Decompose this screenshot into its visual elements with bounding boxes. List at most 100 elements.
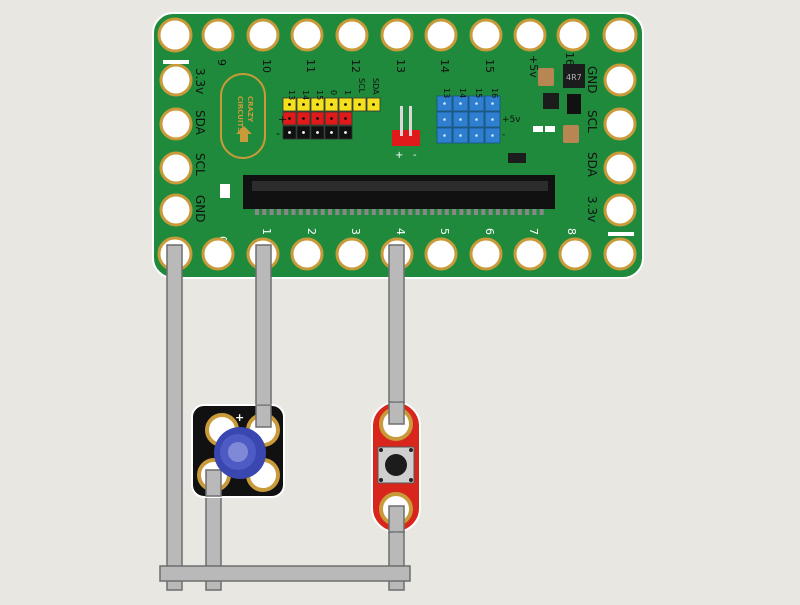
header-pin	[316, 103, 319, 106]
header-label-0: 0	[329, 90, 338, 95]
pad-left-scl	[159, 151, 193, 185]
led-lens-highlight	[228, 442, 248, 462]
pin-label-7: 7	[527, 228, 540, 235]
blue-header-pin	[491, 118, 494, 121]
header-minus-label: -	[276, 127, 280, 140]
edge-tooth	[320, 209, 325, 215]
left-label-scl: SCL	[193, 153, 207, 176]
jst-minus-label: -	[413, 150, 417, 161]
edge-tooth	[503, 209, 508, 215]
edge-tooth	[349, 209, 354, 215]
top-pin-row	[157, 17, 590, 53]
header-row-signal	[282, 97, 381, 112]
strip-gnd-vertical	[166, 244, 183, 591]
header-pin	[344, 103, 347, 106]
edge-tooth	[393, 209, 398, 215]
battery-connector: + -	[392, 106, 420, 161]
left-side-pins: 3.3v SDA SCL GND	[159, 60, 207, 223]
header-pin	[358, 103, 361, 106]
blue-label-13: 13	[442, 88, 451, 98]
pad-bottom-3	[335, 237, 369, 271]
edge-tooth	[415, 209, 420, 215]
pin-label-9: 9	[215, 59, 228, 66]
left-label-gnd: GND	[193, 195, 207, 223]
edge-tooth	[255, 209, 259, 215]
pin-label-14: 14	[438, 59, 451, 73]
pad-bottom-6	[469, 237, 503, 271]
blue-header-pin	[459, 134, 462, 137]
edge-tooth	[284, 209, 289, 215]
capacitor-bottom	[563, 125, 579, 143]
edge-tooth	[306, 209, 311, 215]
blue-header-pin	[491, 134, 494, 137]
edge-tooth	[313, 209, 318, 215]
edge-tooth	[422, 209, 427, 215]
pin-label-8: 8	[565, 228, 578, 235]
right-side-pins: GND SCL SDA 3.3v	[585, 17, 638, 236]
header-pin	[288, 131, 291, 134]
edge-tooth	[335, 209, 340, 215]
edge-tooth	[401, 209, 405, 215]
pin-label-1: 1	[260, 228, 273, 235]
header-plus-label: +	[278, 113, 287, 126]
edge-tooth	[474, 209, 478, 215]
blue-header-pin	[475, 118, 478, 121]
header-label-sda: SDA	[371, 78, 380, 95]
button-cap[interactable]	[385, 454, 407, 476]
pin-label-5: 5	[438, 228, 451, 235]
edge-connector-slot-inner	[252, 181, 548, 191]
header-pin	[288, 103, 291, 106]
blue-label-15: 15	[474, 88, 483, 98]
edge-tooth	[328, 209, 332, 215]
resistor-a	[533, 126, 543, 132]
edge-tooth	[452, 209, 457, 215]
pin-label-16: 16	[563, 52, 576, 66]
pad-top-9	[201, 18, 235, 52]
pin-label-2: 2	[305, 228, 318, 235]
button-corner-dot	[379, 448, 383, 452]
right-divider	[608, 232, 634, 236]
strip-pin1-vertical	[255, 244, 272, 421]
top-pin-labels: 9 10 11 12 13 14 15 +5v 16	[215, 52, 576, 78]
header-label-13: 13	[287, 90, 296, 100]
blue-header-pin	[443, 118, 446, 121]
pad-right-scl	[603, 107, 637, 141]
edge-connector-body	[243, 175, 555, 209]
edge-tooth	[291, 209, 296, 215]
pin-label-5v: +5v	[527, 55, 540, 78]
capacitor-top	[538, 68, 554, 86]
pad-right-3v3	[603, 193, 637, 227]
blue-header-pin	[475, 134, 478, 137]
edge-connector-slot	[243, 175, 555, 215]
pad-bottom-7	[513, 237, 547, 271]
strip-led-minus-overlay	[205, 469, 222, 497]
blue-header-grid	[436, 95, 501, 144]
header-label-14: 14	[301, 90, 310, 100]
blue-header-block: 13 14 15 16 +5v -	[436, 88, 521, 144]
inductor	[563, 64, 585, 88]
button-corner-dot	[379, 478, 383, 482]
pin-label-6: 6	[483, 228, 496, 235]
pin-label-15: 15	[483, 59, 496, 73]
servo-header-block: + - 13 14 15 0 1 SCL SDA	[276, 78, 381, 140]
pad-top-+5v	[513, 18, 547, 52]
edge-tooth	[495, 209, 500, 215]
blue-header-pin	[475, 102, 478, 105]
led-module: +	[191, 404, 285, 498]
small-resistor-left	[220, 184, 230, 198]
resistor-b	[545, 126, 555, 132]
edge-tooth	[525, 209, 530, 215]
edge-tooth	[379, 209, 384, 215]
header-row-ground	[282, 125, 353, 140]
blue-header-pin	[459, 102, 462, 105]
header-pin	[330, 117, 333, 120]
edge-tooth	[386, 209, 391, 215]
blue-header-pin	[491, 102, 494, 105]
pad-top-14	[424, 18, 458, 52]
right-label-scl: SCL	[585, 110, 599, 133]
pad-bottom-5	[424, 237, 458, 271]
header-label-scl: SCL	[357, 78, 366, 94]
surface-components: 4R7	[220, 64, 585, 198]
